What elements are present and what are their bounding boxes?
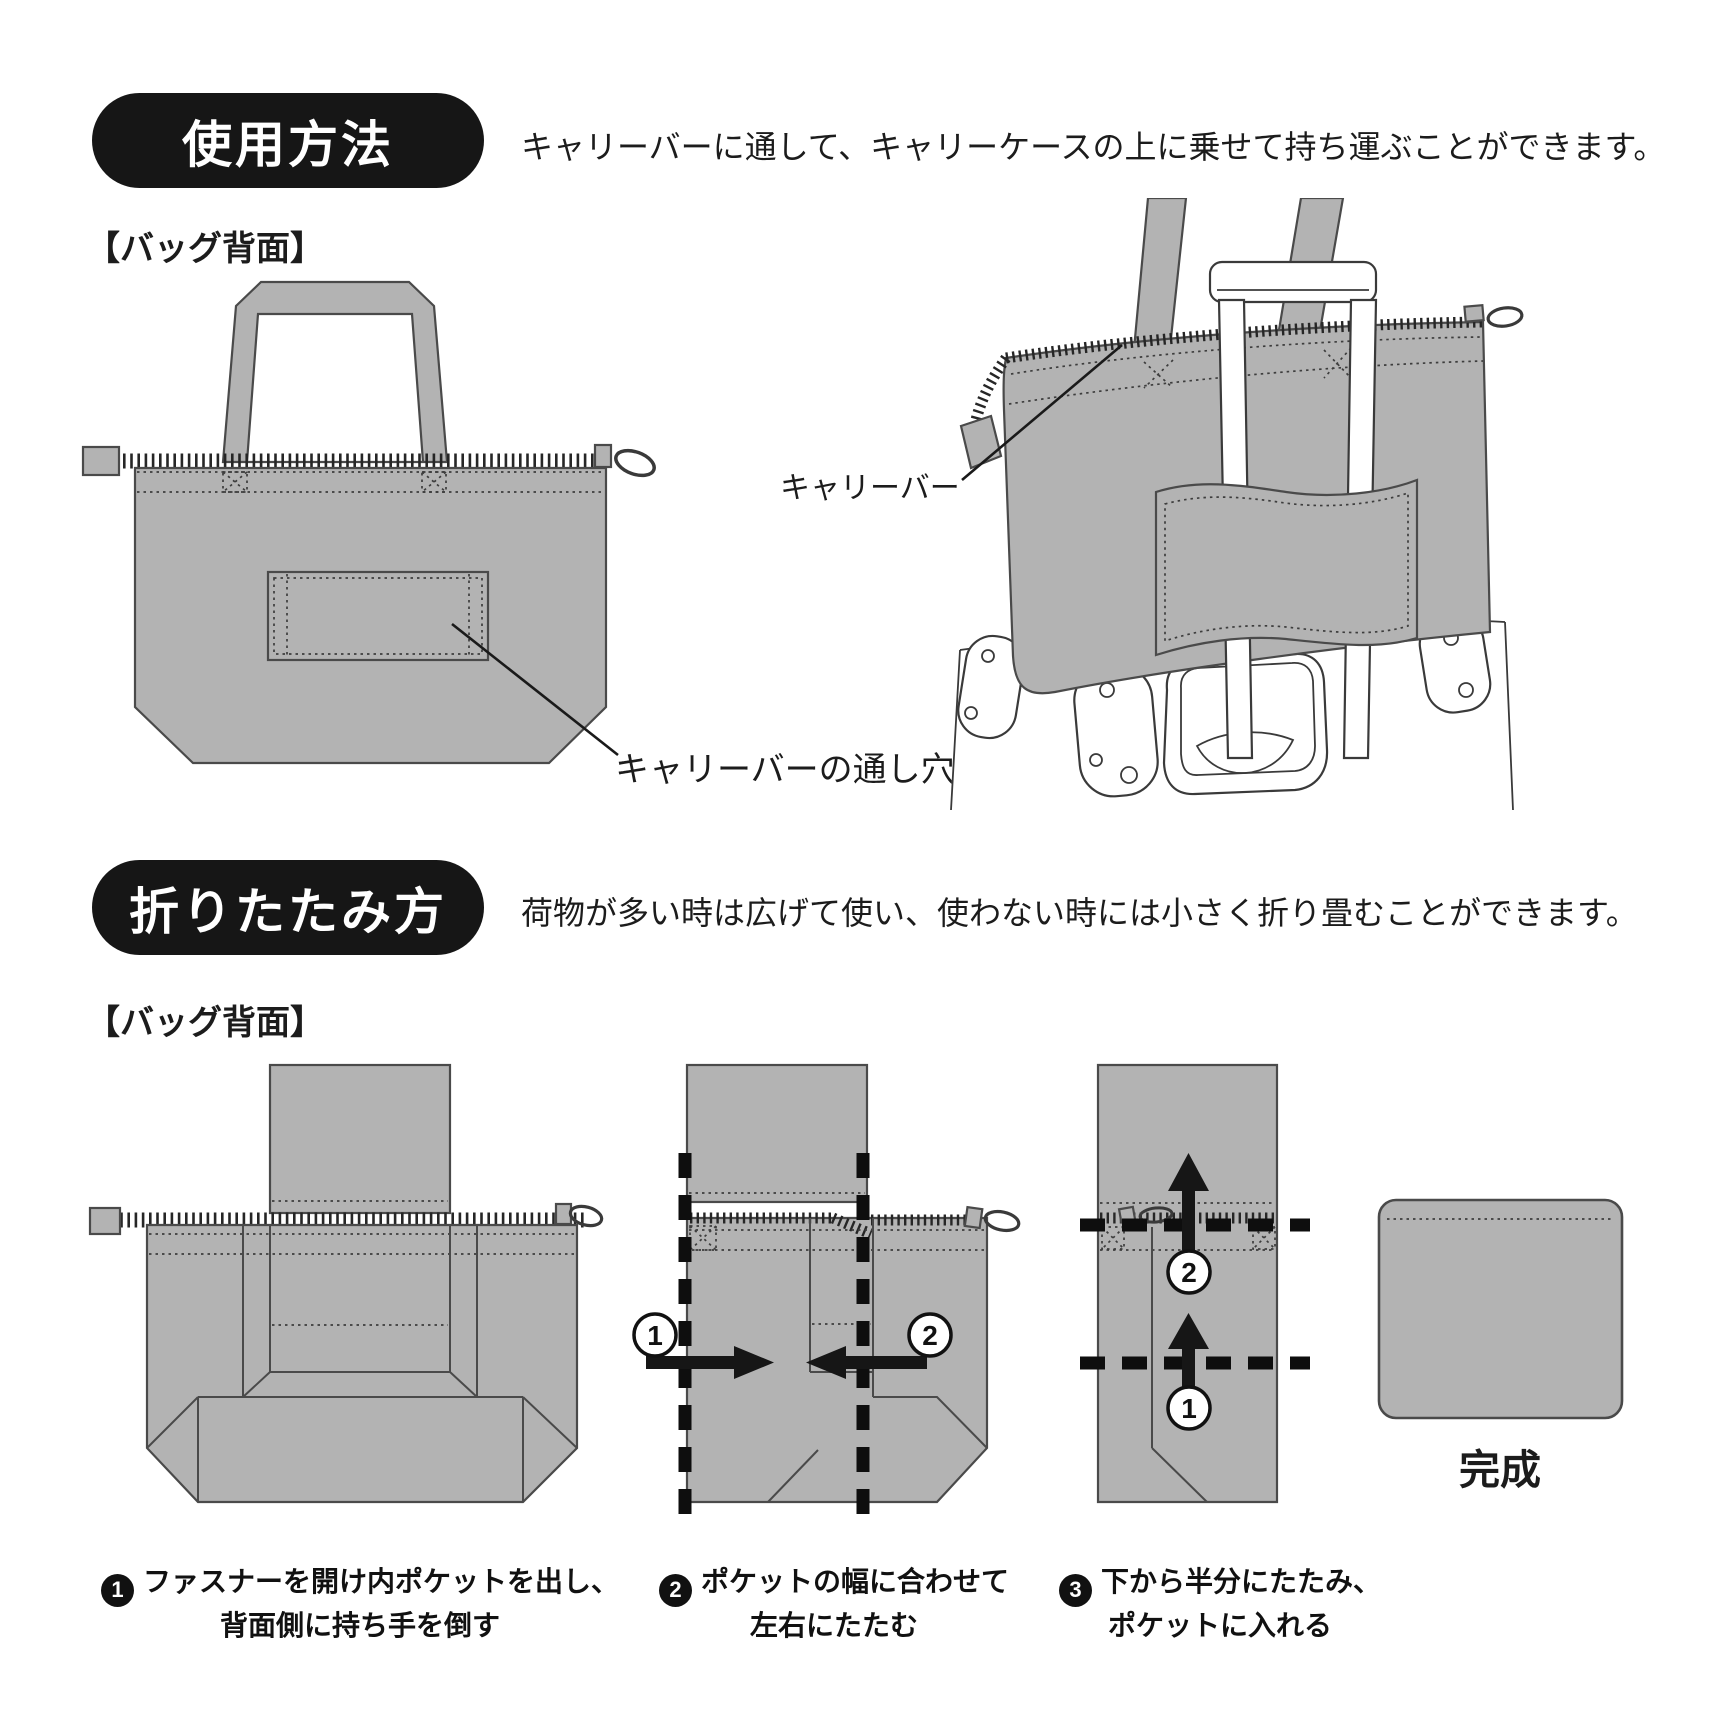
- fold-arrow-up-2: [1168, 1153, 1209, 1250]
- zipper-pull: [593, 443, 656, 478]
- complete-label: 完成: [1459, 1447, 1541, 1493]
- callout-line-slot: [451, 622, 619, 757]
- step2-marker-1: 1: [632, 1312, 678, 1358]
- figure-bag-back-view: [81, 280, 656, 765]
- zipper-end-tab: [959, 414, 1003, 470]
- step-number-badge: 1: [100, 1573, 134, 1607]
- step2-marker-2: 2: [907, 1312, 953, 1358]
- svg-text:2: 2: [922, 1320, 938, 1351]
- svg-text:1: 1: [1181, 1393, 1197, 1424]
- inner-pocket: [685, 1063, 869, 1204]
- figure-fold-step-3: 2 1: [1080, 1063, 1310, 1504]
- caption-line: 背面側に持ち手を倒す: [219, 1609, 500, 1641]
- carry-bar-label: キャリーバー: [780, 472, 960, 505]
- caption-line: ポケットに入れる: [1107, 1609, 1332, 1641]
- figure-fold-step-2: 1 2: [632, 1063, 1021, 1527]
- figure-folded-complete: [1377, 1198, 1624, 1420]
- step-number-badge: 3: [1058, 1573, 1092, 1607]
- zipper-pull: [1463, 304, 1524, 328]
- zipper-end-tab: [88, 1206, 122, 1236]
- usage-subheading-bag-back: 【バッグ背面】: [86, 230, 324, 268]
- step3-marker-1: 1: [1166, 1385, 1212, 1431]
- folding-section-header-pill: 折りたたみ方: [92, 860, 484, 955]
- zipper-end-tab: [81, 445, 121, 477]
- usage-section-header-pill: 使用方法: [92, 93, 484, 188]
- folding-description: 荷物が多い時は広げて使い、使わない時には小さく折り畳むことができます。: [521, 895, 1638, 931]
- step3-marker-2: 2: [1166, 1249, 1212, 1295]
- fold-arrow-up-1: [1168, 1313, 1209, 1387]
- carry-bar-grip: [1208, 260, 1378, 304]
- carry-bar-slot-pocket: [266, 570, 490, 662]
- usage-description: キャリーバーに通して、キャリーケースの上に乗せて持ち運ぶことができます。: [521, 129, 1666, 165]
- figure-fold-step-1: [88, 1063, 604, 1504]
- inner-pocket-pulled-out: [268, 1063, 452, 1215]
- step-number-badge: 2: [658, 1573, 692, 1607]
- svg-text:1: 1: [647, 1320, 663, 1351]
- caption-line: 左右にたたむ: [749, 1609, 918, 1641]
- folding-section-title: 折りたたみ方: [129, 883, 447, 940]
- pass-through-flap: [1154, 478, 1419, 657]
- folding-subheading-bag-back: 【バッグ背面】: [86, 1004, 324, 1042]
- bag-handle: [221, 280, 449, 464]
- callout-line-carry-bar: [961, 344, 1123, 481]
- handle-stitch-boxes: [222, 471, 447, 493]
- figure-bag-on-suitcase: [950, 198, 1524, 811]
- usage-section-title: 使用方法: [182, 116, 394, 173]
- svg-text:2: 2: [1181, 1257, 1197, 1288]
- carry-bar-hole-label: キャリーバーの通し穴: [615, 751, 955, 789]
- fold-arrow-left: [806, 1346, 927, 1379]
- zipper-pull: [963, 1205, 1021, 1233]
- fold-seam-lines: [1151, 1227, 1208, 1503]
- bag-body-handle-folded: [145, 1223, 579, 1504]
- fold-arrow-right: [646, 1346, 774, 1379]
- stitch-boxes: [1100, 1226, 1276, 1251]
